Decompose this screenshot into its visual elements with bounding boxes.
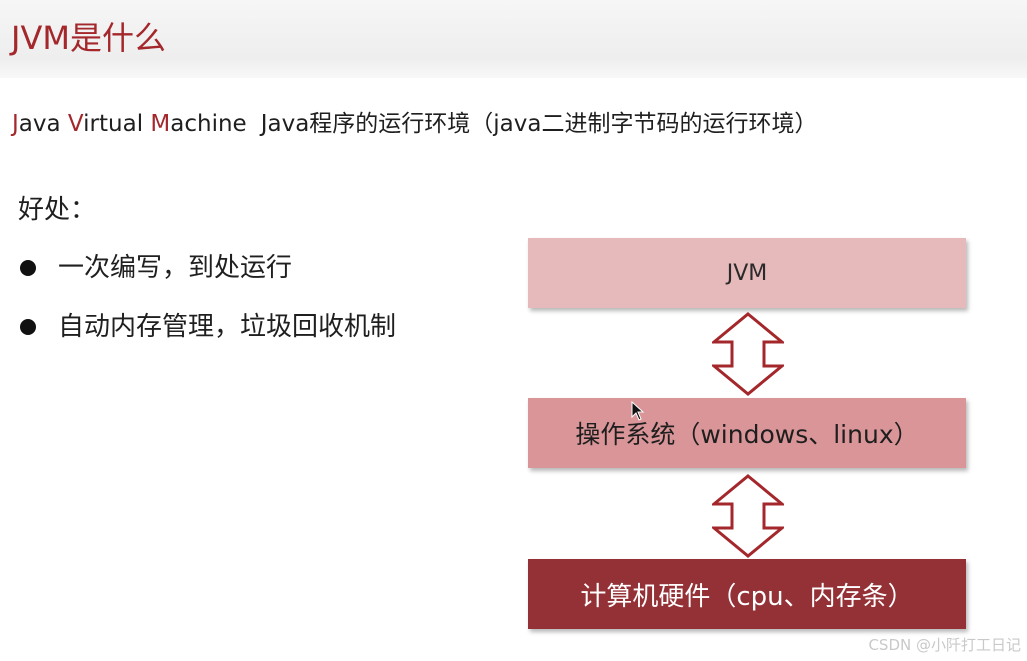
benefit-text: 自动内存管理，垃圾回收机制 [58,312,397,342]
double-arrow-icon [712,312,784,396]
page-title: JVM是什么 [11,19,166,57]
mouse-cursor-icon [631,401,645,421]
virtual-initial: V [67,111,84,137]
java-initial: J [12,111,19,137]
hardware-layer-label: 计算机硬件（cpu、内存条） [580,581,914,612]
machine-rest: achine [170,111,247,137]
benefit-text: 一次编写，到处运行 [58,253,293,283]
hardware-layer-box: 计算机硬件（cpu、内存条） [528,559,966,629]
benefit-item: 一次编写，到处运行 [20,248,396,288]
subtitle-description: Java程序的运行环境（java二进制字节码的运行环境） [260,111,818,137]
title-bar: JVM是什么 [0,0,1027,78]
watermark: CSDN @小阡打工日记 [868,636,1021,654]
virtual-rest: irtual [83,111,144,137]
benefits-list: 一次编写，到处运行 自动内存管理，垃圾回收机制 [20,248,396,366]
jvm-layer-label: JVM [726,260,768,286]
jvm-layer-box: JVM [528,238,966,308]
benefit-item: 自动内存管理，垃圾回收机制 [20,307,396,347]
subtitle: Java Virtual Machine Java程序的运行环境（java二进制字… [12,104,817,144]
bullet-dot-icon [20,260,36,276]
os-layer-label: 操作系统（windows、linux） [575,420,919,449]
benefits-label: 好处： [18,195,97,225]
java-rest: ava [18,111,61,137]
double-arrow-icon [712,474,784,558]
machine-initial: M [150,111,171,137]
os-layer-box: 操作系统（windows、linux） [528,398,966,468]
bullet-dot-icon [20,319,36,335]
